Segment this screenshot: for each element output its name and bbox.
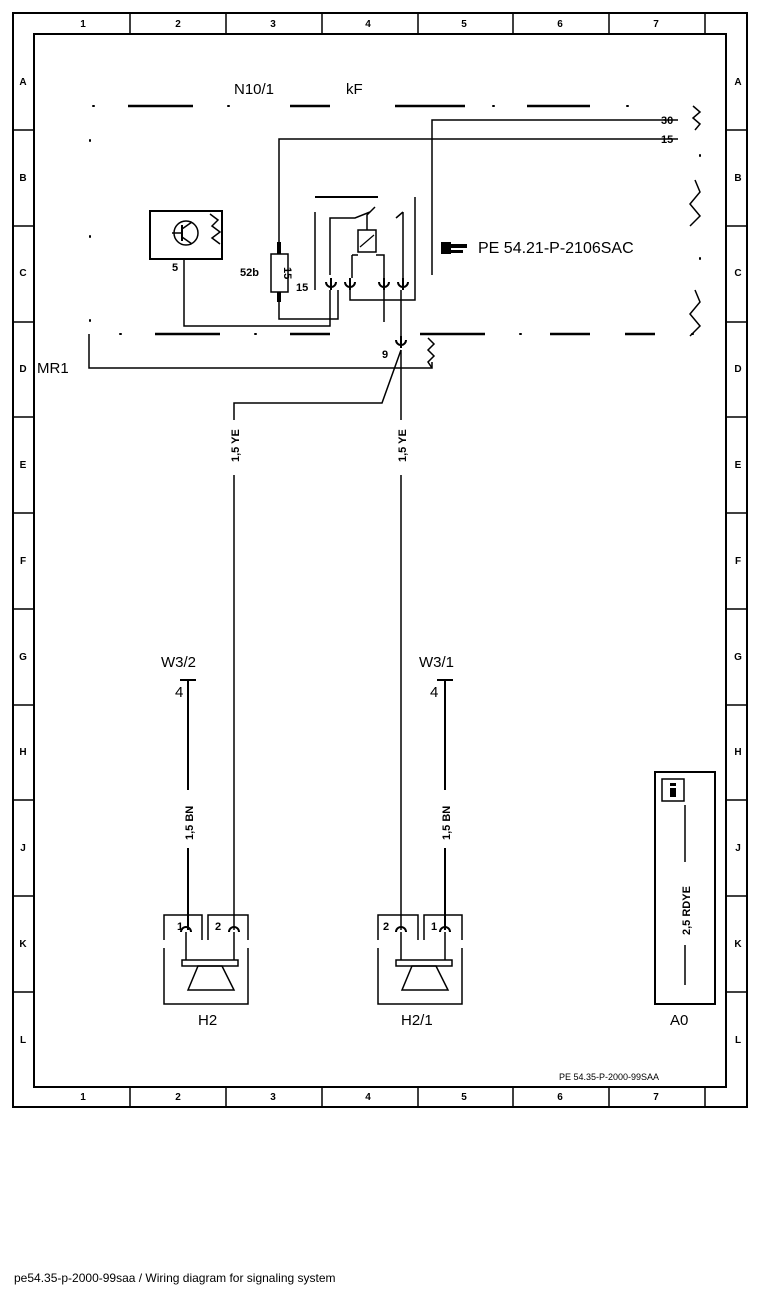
horn-h2-1-symbol [377,914,463,1005]
terminal-9-label: 9 [382,349,388,361]
col-label-1-bottom: 1 [80,1092,86,1103]
row-label-c: C [19,268,26,279]
h2-1-pin1-label: 1 [431,921,437,933]
row-label-g-right: G [734,652,742,663]
pe-reference-link[interactable]: PE 54.21-P-2106SAC [478,240,634,257]
row-label-d-right: D [734,364,741,375]
row-label-j-right: J [735,843,741,854]
h2-pin1-label: 1 [177,921,183,933]
info-box-label: A0 [670,1012,688,1029]
row-label-k: K [19,939,27,950]
row-label-d: D [19,364,26,375]
row-label-l: L [20,1035,26,1046]
fuse-inner-15-label: 15 [281,267,293,279]
horn-h2-label: H2 [198,1012,217,1029]
ground-w3-1-label: W3/1 [419,654,454,671]
terminal-15-label: 15 [661,134,673,146]
terminal-5-label: 5 [172,262,178,274]
row-label-e-right: E [735,460,742,471]
row-label-a-right: A [734,77,741,88]
row-label-f: F [20,556,26,567]
ground-w3-2-label: W3/2 [161,654,196,671]
col-label-4-bottom: 4 [365,1092,371,1103]
control-unit-label: N10/1 [234,81,274,98]
col-label-3-bottom: 3 [270,1092,276,1103]
col-label-1: 1 [80,19,86,30]
col-label-7: 7 [653,19,659,30]
col-label-6: 6 [557,19,563,30]
col-label-5: 5 [461,19,467,30]
w3-2-pin-label: 4 [175,684,183,701]
col-label-5-bottom: 5 [461,1092,467,1103]
inner-frame [33,33,727,1088]
fuse-15-label: 15 [296,282,308,294]
row-label-j: J [20,843,26,854]
horn-h2-1-label: H2/1 [401,1012,433,1029]
row-label-l-right: L [735,1035,741,1046]
h2-1-pin2-label: 2 [383,921,389,933]
info-icon [661,778,685,802]
col-label-7-bottom: 7 [653,1092,659,1103]
col-label-4: 4 [365,19,371,30]
wire-ye-right-label: 1,5 YE [397,429,409,462]
row-label-e: E [20,460,27,471]
horn-h2-symbol [163,914,249,1005]
w3-1-pin-label: 4 [430,684,438,701]
wire-rdye-label: 2,5 RDYE [681,886,693,935]
sheet-id-label: PE 54.35-P-2000-99SAA [559,1072,659,1082]
row-label-g: G [19,652,27,663]
col-label-2: 2 [175,19,181,30]
transistor-symbol [149,210,223,260]
pointer-hand-icon [441,242,467,254]
col-label-6-bottom: 6 [557,1092,563,1103]
row-label-f-right: F [735,556,741,567]
row-label-k-right: K [734,939,742,950]
col-label-2-bottom: 2 [175,1092,181,1103]
wire-bn-left-label: 1,5 BN [184,806,196,840]
wire-bn-right-label: 1,5 BN [441,806,453,840]
terminal-30-label: 30 [661,115,673,127]
control-unit-boundary [128,104,655,336]
wire-ye-left-label: 1,5 YE [230,429,242,462]
row-label-c-right: C [734,268,741,279]
row-label-b-right: B [734,173,741,184]
row-label-h: H [19,747,26,758]
info-box-a0 [654,771,716,1005]
row-label-h-right: H [734,747,741,758]
control-unit-sub-label: kF [346,81,363,98]
figure-caption: pe54.35-p-2000-99saa / Wiring diagram fo… [14,1271,336,1285]
col-label-3: 3 [270,19,276,30]
h2-pin2-label: 2 [215,921,221,933]
ground-mr1-label: MR1 [37,360,69,377]
outer-frame [12,12,748,1108]
row-label-a: A [19,77,26,88]
terminal-52b-label: 52b [240,267,259,279]
row-label-b: B [19,173,26,184]
